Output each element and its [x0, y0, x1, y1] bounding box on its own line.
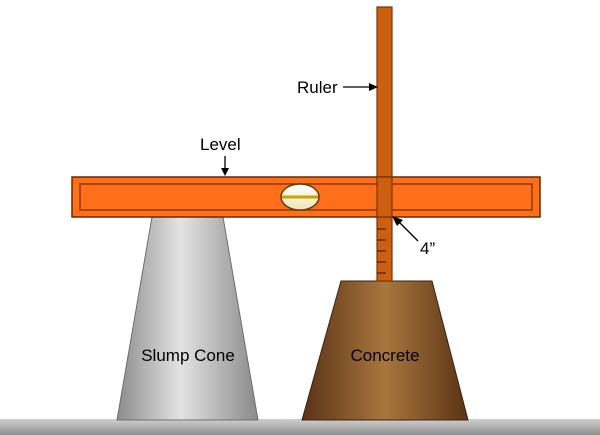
- concrete-label: Concrete: [351, 346, 420, 365]
- measurement-label: 4”: [420, 239, 435, 258]
- measurement-pointer-arrow: [392, 216, 419, 242]
- level-pointer-arrow: [221, 156, 229, 176]
- ruler-tick-marks: [377, 228, 386, 274]
- level-bubble-vial: [280, 183, 320, 211]
- slump-cone-shape: [116, 216, 259, 421]
- ruler-bar-front: [376, 176, 393, 218]
- level-label: Level: [200, 135, 241, 154]
- slump-cone-label: Slump Cone: [141, 346, 235, 365]
- ground-surface: [0, 419, 600, 435]
- ruler-pointer-arrow: [343, 83, 378, 91]
- ruler-label: Ruler: [297, 78, 338, 97]
- concrete-shape: [301, 280, 469, 421]
